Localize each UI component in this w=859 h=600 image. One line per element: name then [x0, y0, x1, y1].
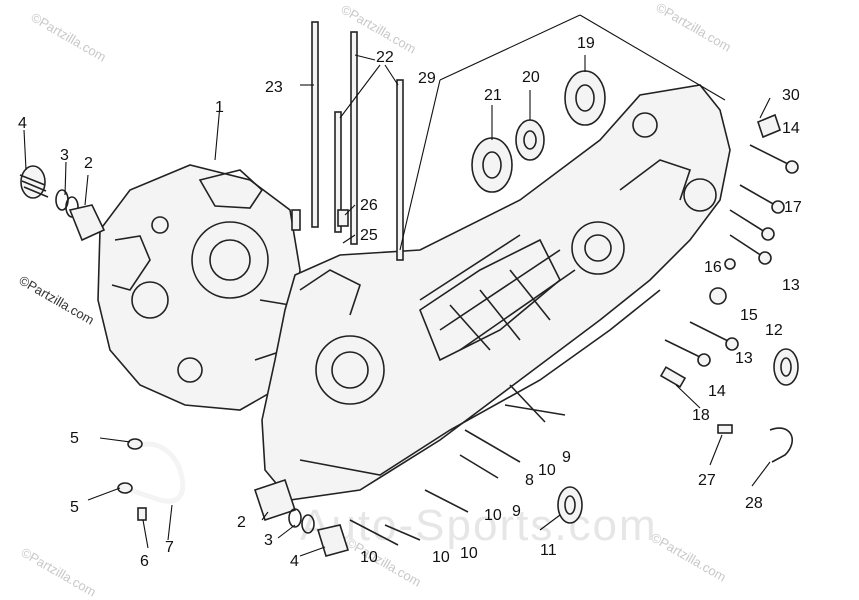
part-2-top: [68, 204, 106, 242]
callout-11: 11: [540, 542, 557, 559]
seal-12: [773, 348, 799, 386]
callout-18: 18: [692, 407, 710, 424]
stud-23: [311, 21, 319, 228]
side-copyright: ©Partzilla.com: [17, 273, 97, 328]
callout-10-c: 10: [460, 545, 478, 562]
part-3-bottom: [288, 508, 302, 528]
bearings: [471, 70, 606, 193]
dowel-26: [337, 209, 349, 227]
callout-3-bottom: 3: [264, 532, 273, 549]
watermark-br: ©Partzilla.com: [649, 530, 729, 585]
callout-2-bottom: 2: [237, 514, 246, 531]
callout-17: 17: [784, 199, 802, 216]
watermark-site: Auto-Sports.com: [300, 501, 658, 550]
stud-22c: [334, 111, 342, 233]
callout-4-top: 4: [18, 115, 27, 132]
part-2-bottom: [253, 478, 297, 522]
callout-7: 7: [165, 539, 174, 556]
clamp-5-bottom: [117, 482, 133, 494]
bottom-bolts: [349, 384, 793, 546]
leader-lines: [23, 14, 771, 557]
hose-assembly: [117, 438, 186, 521]
watermark-tl: ©Partzilla.com: [29, 10, 109, 65]
callout-4-bottom: 4: [290, 553, 299, 570]
callout-9-left: 9: [512, 503, 521, 520]
callouts: 1 2 2 3 3 4 4 5 5 6 7 8 9 9 10 10 10 10 …: [18, 35, 802, 570]
clamp-5-top: [127, 438, 143, 450]
callout-21: 21: [484, 87, 502, 104]
callout-10-b: 10: [484, 507, 502, 524]
callout-27: 27: [698, 472, 716, 489]
callout-20: 20: [522, 69, 540, 86]
callout-13-top: 13: [782, 277, 800, 294]
callout-29: 29: [418, 70, 436, 87]
callout-30: 30: [782, 87, 800, 104]
stud-22a: [350, 31, 358, 245]
stud-22b: [396, 79, 404, 261]
watermark-tr: ©Partzilla.com: [654, 0, 734, 55]
part-4-top: [20, 165, 46, 199]
callout-5-top: 5: [70, 430, 79, 447]
callout-10-e: 10: [432, 549, 450, 566]
callout-19: 19: [577, 35, 595, 52]
callout-25: 25: [360, 227, 378, 244]
watermark-bl: ©Partzilla.com: [19, 545, 99, 600]
callout-28: 28: [745, 495, 763, 512]
callout-5-bottom: 5: [70, 499, 79, 516]
callout-3-top: 3: [60, 147, 69, 164]
callout-10-d: 10: [360, 549, 378, 566]
left-crankcase-half: [97, 164, 301, 411]
callout-10-a: 10: [538, 462, 556, 479]
callout-14-top: 14: [782, 120, 800, 137]
callout-6: 6: [140, 553, 149, 570]
bearing-19: [564, 70, 606, 126]
left-small-parts: [19, 165, 350, 557]
seal-11: [557, 486, 583, 524]
clip-27: [717, 424, 733, 434]
callout-9-right: 9: [562, 449, 571, 466]
callout-23: 23: [265, 79, 283, 96]
cylinder-studs: [291, 21, 404, 261]
bearing-21: [471, 137, 513, 193]
right-crankcase-half: [261, 84, 731, 501]
right-bolts: [659, 113, 799, 388]
callout-8: 8: [525, 472, 534, 489]
callout-2-top: 2: [84, 155, 93, 172]
callout-13-bottom: 13: [735, 350, 753, 367]
callout-14-bottom: 14: [708, 383, 726, 400]
callout-26: 26: [360, 197, 378, 214]
callout-22: 22: [376, 49, 394, 66]
callout-12: 12: [765, 322, 783, 339]
bearing-20: [515, 119, 545, 161]
callout-15: 15: [740, 307, 758, 324]
callout-16: 16: [704, 259, 722, 276]
callout-1: 1: [215, 99, 224, 116]
part-30: [757, 113, 781, 139]
bolt-6: [137, 507, 147, 521]
dowel-left: [291, 209, 301, 231]
